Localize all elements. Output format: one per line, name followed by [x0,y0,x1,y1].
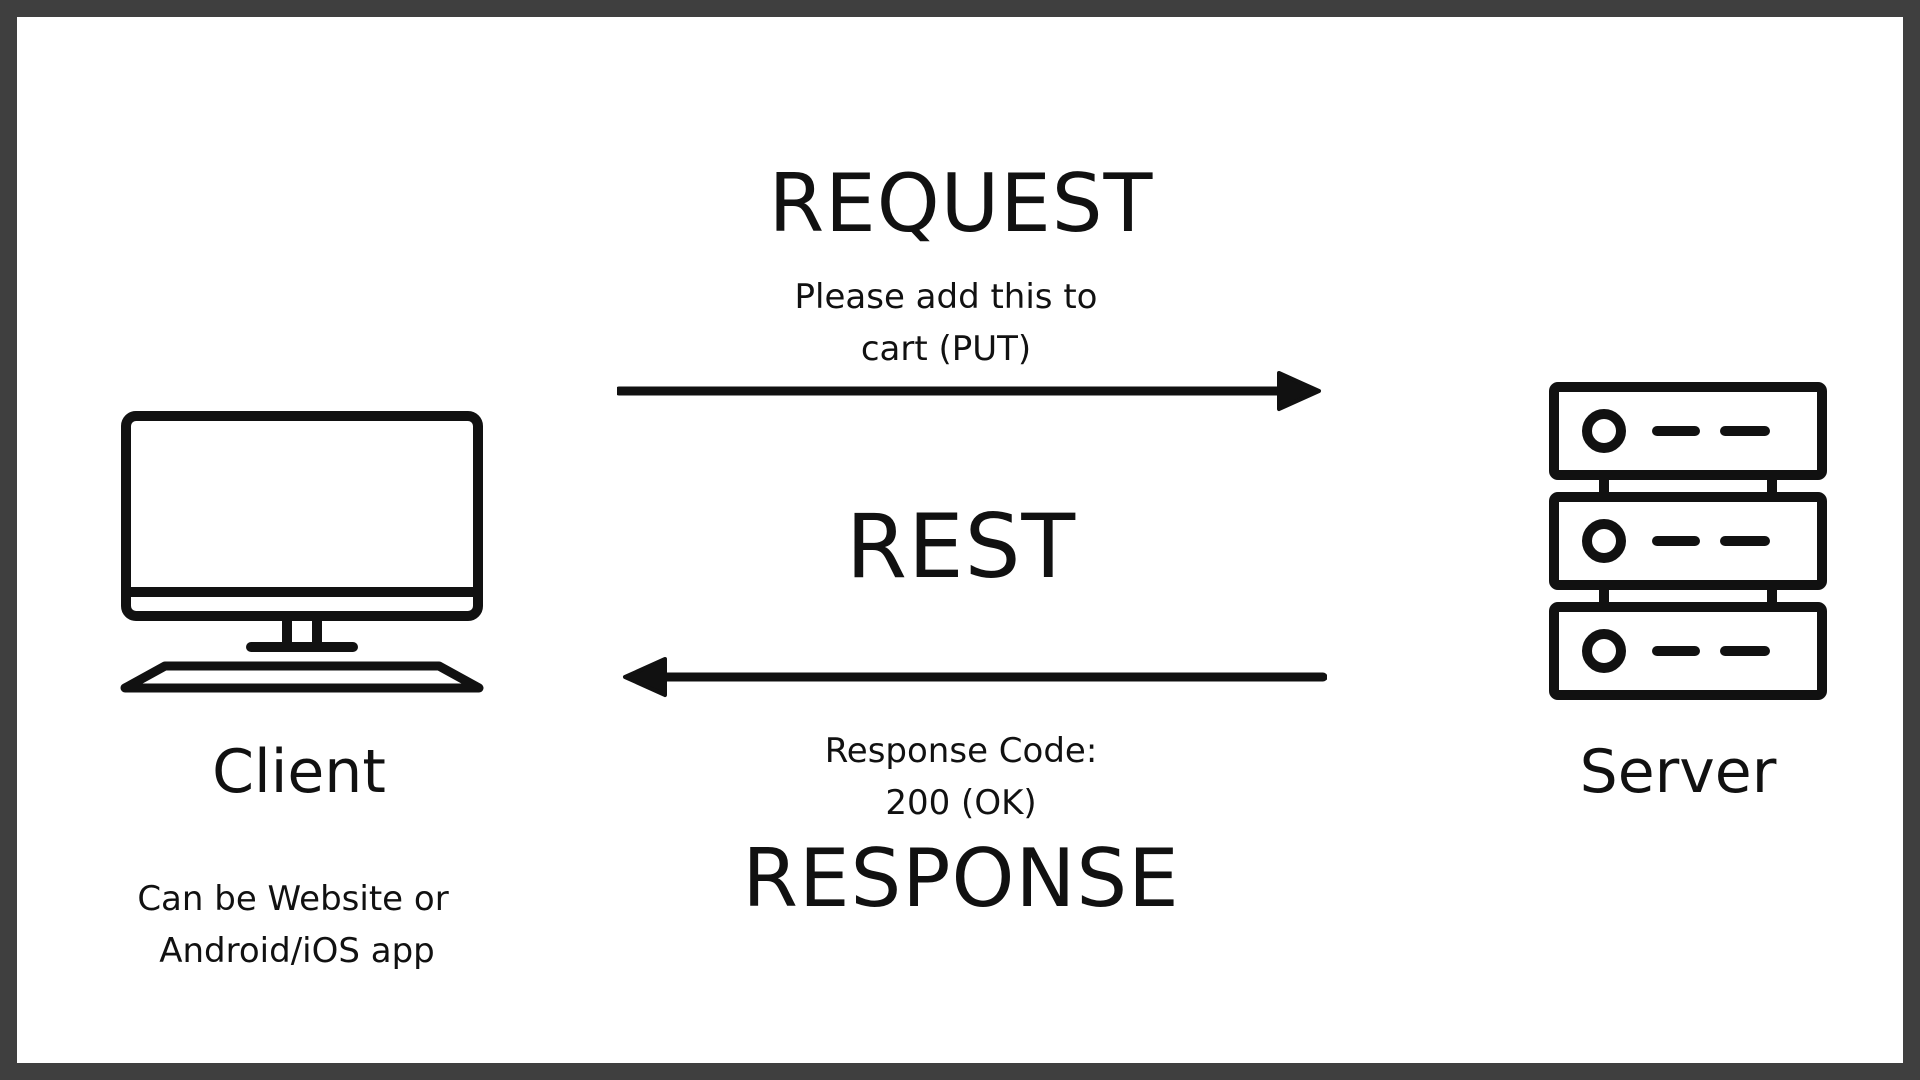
desktop-computer-icon [120,411,484,693]
request-description-line1: Please add this to [794,277,1098,317]
response-arrow [623,657,1327,697]
client-description-line2: Android/iOS app [159,931,435,971]
response-title: RESPONSE [742,832,1180,925]
diagram-canvas: REQUEST Please add this to cart (PUT) RE… [17,17,1903,1063]
client-label: Client [212,737,386,807]
server-rack-icon [1549,382,1827,700]
request-description-line2: cart (PUT) [860,329,1032,369]
request-title: REQUEST [768,157,1154,250]
response-code-line1: Response Code: [824,731,1098,771]
client-description-line1: Can be Website or [137,879,449,919]
rest-label: REST [845,495,1077,598]
response-code-line2: 200 (OK) [885,783,1037,823]
request-arrow [617,371,1321,411]
server-label: Server [1579,737,1777,807]
